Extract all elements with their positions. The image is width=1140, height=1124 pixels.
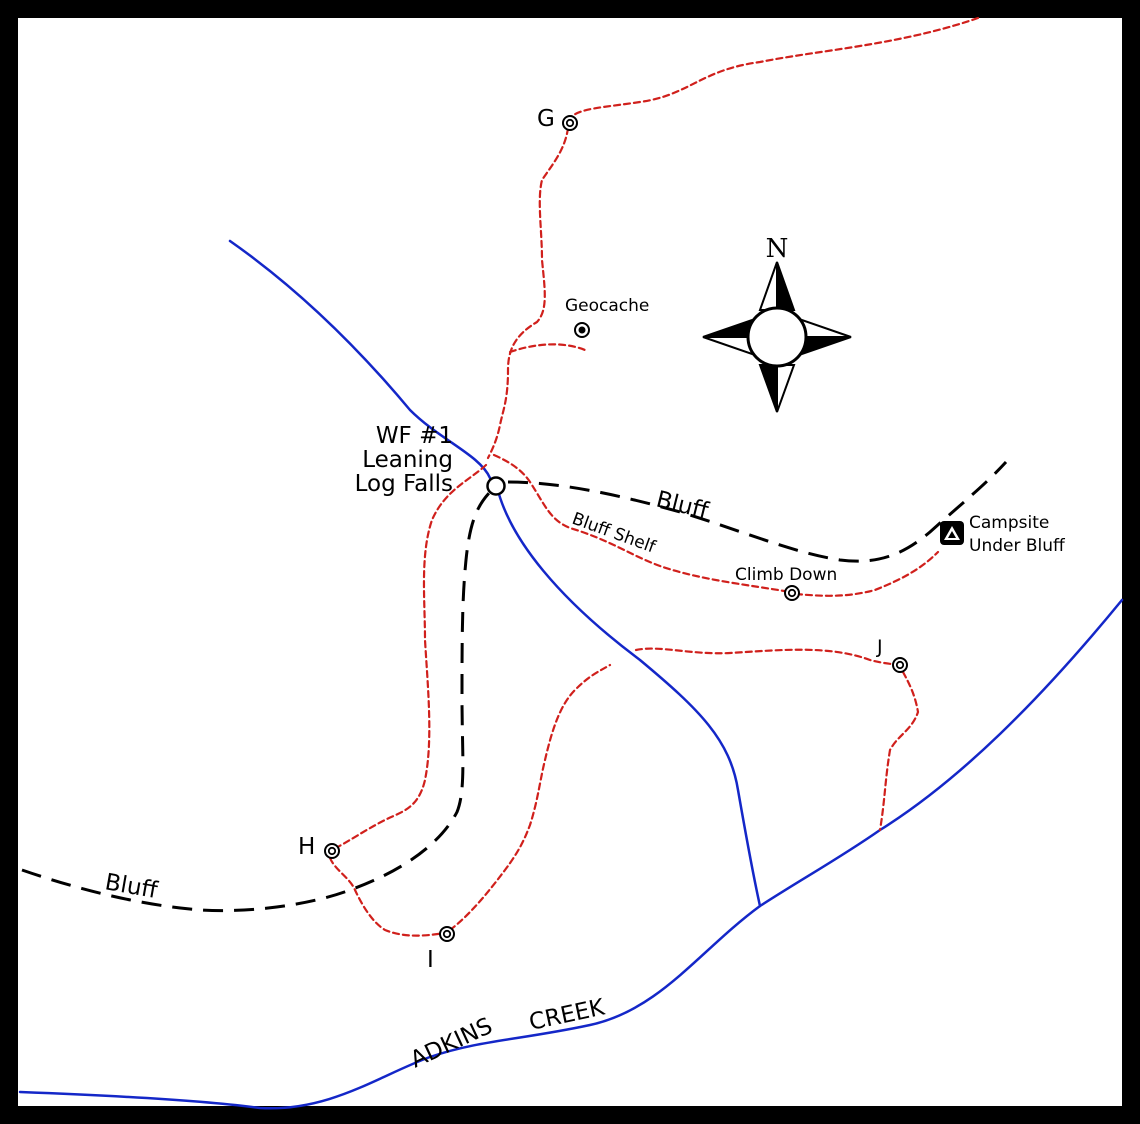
trail-j-to-creek [878, 670, 920, 832]
compass-rose: N [702, 234, 852, 413]
waterfall-marker[interactable] [486, 476, 506, 496]
trail-top-to-g [568, 16, 980, 120]
stream-upper [228, 239, 492, 480]
bluffs [21, 460, 1008, 913]
trail-falls-to-h [330, 463, 488, 852]
waterfall-label: WF #1 Leaning Log Falls [355, 423, 453, 497]
waterfall-label-line3: Log Falls [355, 471, 453, 497]
waypoint-i-label: I [427, 947, 434, 973]
bluff-lower [21, 490, 492, 913]
trail-j-loop [634, 647, 900, 667]
waypoint-g-marker[interactable] [562, 115, 578, 131]
trail-i-north [448, 663, 612, 932]
compass-star-icon [702, 261, 852, 413]
climb-down-label: Climb Down [735, 565, 837, 585]
waypoint-g-label: G [537, 106, 555, 132]
waypoint-j-label: J [876, 636, 883, 658]
waypoint-h-label: H [298, 834, 315, 860]
climb-down-marker[interactable] [784, 585, 800, 601]
map-canvas [18, 18, 1122, 1106]
trail-geocache-spur [508, 343, 587, 354]
trail-bluff-shelf [492, 453, 792, 594]
stream-lower [495, 485, 762, 908]
waterfall-label-line2: Leaning [362, 447, 453, 473]
waypoint-j-marker[interactable] [892, 657, 908, 673]
geocache-label: Geocache [565, 296, 649, 316]
waypoint-i-marker[interactable] [439, 926, 455, 942]
trail-shelf-to-campsite [794, 550, 940, 597]
trail-h-to-i [328, 856, 447, 937]
waypoint-h-marker[interactable] [324, 843, 340, 859]
compass-north-label: N [766, 234, 789, 264]
adkins-creek [18, 598, 1124, 1110]
campsite-icon[interactable] [940, 521, 964, 545]
campsite-label-line1: Campsite [969, 513, 1049, 533]
waterfall-label-line1: WF #1 [376, 423, 453, 449]
trail-g-to-falls [486, 126, 570, 460]
bluff-upper [507, 460, 1008, 563]
campsite-label-line2: Under Bluff [969, 536, 1066, 556]
geocache-marker[interactable] [574, 322, 590, 338]
streams [18, 239, 1124, 1110]
campsite-label: Campsite Under Bluff [969, 513, 1066, 556]
trails [328, 16, 980, 937]
